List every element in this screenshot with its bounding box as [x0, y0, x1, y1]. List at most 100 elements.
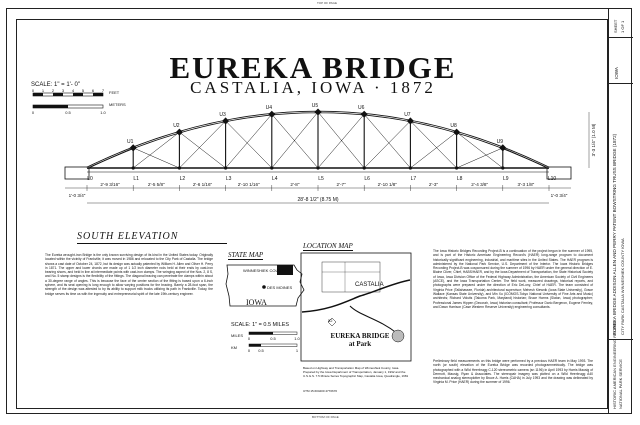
meter-tick-label: 0: [32, 110, 35, 115]
bottom-mark: BOTTOM OF PAGE: [312, 415, 339, 419]
town-label: CASTALIA: [355, 282, 384, 288]
feet-tick-label: 2: [52, 88, 55, 93]
diagonal-brace: [225, 120, 272, 169]
title-block: HISTORIC AMERICAN ENGINEERING RECORD NAT…: [608, 9, 633, 414]
panel-dimension: 2'-4 3/8": [471, 182, 488, 187]
miles-tick-label: 0: [248, 336, 251, 341]
lower-node-label: L8: [457, 176, 463, 182]
feet-tick-label: 1: [42, 88, 45, 93]
panel-dimension: 2'-3": [429, 182, 439, 187]
total-dimension: 28'-8 1/2" (8.75 M): [297, 197, 338, 203]
upper-node-label: U3: [219, 112, 226, 118]
upper-node-label: U1: [127, 139, 134, 145]
feet-tick-label: 4: [72, 88, 75, 93]
lower-node-label: L3: [226, 176, 232, 182]
scale-label: SCALE: 1" = 1'- 0": [31, 82, 80, 88]
upper-node-label: U9: [497, 139, 504, 145]
elevation-title: SOUTH ELEVATION: [77, 231, 227, 244]
feet-tick-label: 5: [82, 88, 85, 93]
km-tick-label: 0: [248, 348, 251, 352]
feet-tick-label: 0: [32, 88, 35, 93]
title-block-bridge-name: EUREKA BRIDGE ADDISON ALLEN AND PERRY PA…: [612, 133, 617, 335]
panel-dimension: 2'-10 1/16": [238, 182, 260, 187]
map-source-note: Based on Highway and Transportation Map …: [303, 366, 409, 378]
km-label: KM: [231, 345, 237, 350]
lower-node-label: L0: [87, 176, 93, 182]
bridge-description: The Eureka wrought-iron Bridge is the on…: [45, 253, 213, 296]
feet-tick-label: 6: [92, 88, 95, 93]
recording-notes: Preliminary field measurements on this b…: [433, 359, 593, 385]
left-abutment: [64, 166, 90, 180]
panel-clamp: [453, 128, 461, 136]
panel-dimension: 2'-10 1/8": [378, 182, 398, 187]
diagonal-brace: [456, 147, 503, 169]
des-moines-star-icon: [262, 285, 266, 289]
state-label: IOWA: [246, 298, 267, 307]
panel-dimension: 2'-6 1/16": [193, 182, 213, 187]
diagonal-brace: [364, 114, 411, 169]
drawing-subtitle: CASTALIA, IOWA · 1872: [190, 78, 436, 97]
diagonal-brace: [502, 147, 550, 169]
upper-node-label: U2: [173, 123, 180, 129]
diagonal-brace: [456, 131, 503, 169]
miles-label: MILES: [231, 333, 244, 338]
panel-clamp: [499, 144, 507, 152]
height-dimension: 3'-3 1/4" (1.0 M): [591, 123, 596, 156]
location-map: [300, 252, 412, 362]
lower-node-label: L2: [180, 176, 186, 182]
diagonal-brace: [317, 114, 365, 169]
diagonal-brace: [179, 120, 226, 169]
title-block-state: IOWA: [614, 67, 619, 79]
map-scale-block: SCALE: 1" = 0.5 MILES 0 0.5 1.0 0 0.5 1 MILES…: [231, 322, 311, 357]
km-tick-label: 0.5: [258, 348, 264, 352]
panel-dimension: 2'-8": [290, 182, 300, 187]
miles-tick-label: 1.0: [294, 336, 300, 341]
title-block-sheet-number: 1 OF 1: [620, 20, 625, 33]
city-label: DES MOINES: [267, 285, 293, 290]
utm-coordinates: UTM 15.604200 4770670: [303, 389, 338, 393]
diagonal-brace: [410, 131, 457, 169]
lower-node-label: L4: [272, 176, 278, 182]
title-block-sheet-label: SHEET: [613, 19, 618, 33]
map-scale-label: SCALE: 1" = 0.5 MILES: [231, 322, 290, 328]
highway-label: 52: [328, 318, 333, 323]
km-tick-label: 1: [296, 348, 299, 352]
highway-shield-icon: [327, 317, 337, 327]
project-credits: The Iowa Historic Bridges Recording Proj…: [433, 249, 593, 309]
meters-label: METERS: [109, 102, 126, 107]
top-mark: TOP OF PAGE: [317, 1, 338, 5]
upper-node-label: U6: [358, 105, 365, 111]
lower-node-label: L5: [318, 176, 324, 182]
drawing-sheet: TOP OF PAGE BOTTOM OF PAGE EUREKA BRIDGE…: [6, 1, 633, 419]
diagonal-brace: [271, 114, 319, 169]
feet-tick-label: 7: [102, 88, 105, 93]
meter-tick-label: 0.5: [65, 110, 71, 115]
drawing-frame: EUREKA BRIDGE CASTALIA, IOWA · 1872 SCAL…: [16, 19, 608, 409]
upper-node-label: U5: [312, 103, 319, 109]
miles-tick-label: 0.5: [270, 336, 276, 341]
right-end-dimension: 1'-0 3/4": [551, 193, 568, 198]
bridge-site-label: EUREKA BRIDGE at Park: [324, 332, 396, 348]
state-map-title: STATE MAP: [228, 251, 264, 260]
panel-clamp: [129, 144, 137, 152]
iowa-state-map: [225, 264, 305, 307]
lower-node-label: L6: [364, 176, 370, 182]
panel-dimension: 2'-5 5/8": [148, 182, 165, 187]
diagonal-brace: [410, 120, 457, 169]
diagonal-brace: [133, 131, 180, 169]
feet-tick-label: 3: [62, 88, 65, 93]
left-end-dimension: 1'-0 3/4": [69, 193, 86, 198]
diagonal-brace: [271, 111, 319, 169]
panel-clamp: [175, 128, 183, 136]
drawing-title: EUREKA BRIDGE: [169, 50, 457, 85]
diagonal-brace: [225, 114, 272, 169]
bridge-site-name: EUREKA BRIDGE: [330, 332, 390, 340]
right-abutment: [546, 166, 572, 180]
panel-dimension: 3'-3 1/8": [517, 182, 534, 187]
lower-node-label: L1: [133, 176, 139, 182]
lower-node-label: L9: [503, 176, 509, 182]
upper-node-label: U7: [404, 112, 411, 118]
upper-node-label: U4: [266, 105, 273, 111]
